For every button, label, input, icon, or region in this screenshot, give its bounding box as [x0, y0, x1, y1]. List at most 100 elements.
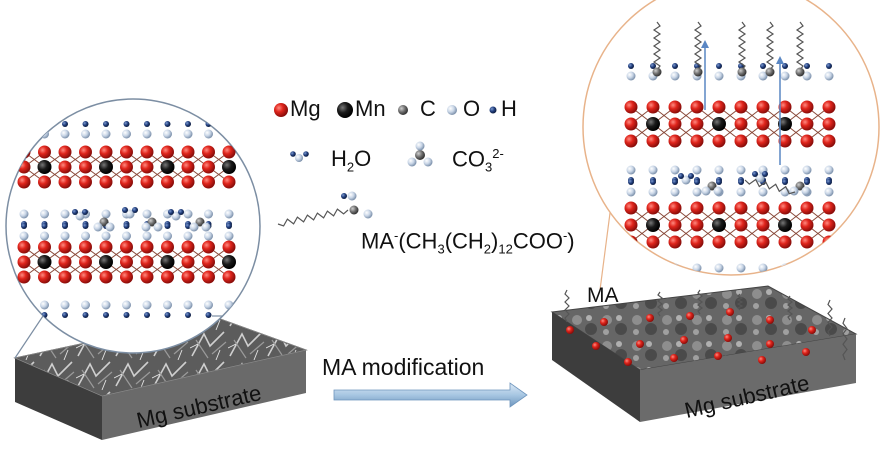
o-atom — [204, 209, 213, 219]
o-atom — [824, 263, 834, 273]
o-atom — [626, 71, 636, 81]
h-atom — [178, 209, 184, 215]
mg-atom — [756, 201, 770, 215]
mn-atom — [778, 117, 792, 131]
mg-atom — [778, 201, 792, 215]
o-atom — [142, 129, 152, 139]
mg-atom — [690, 117, 704, 131]
mn-atom — [99, 160, 113, 174]
h-atom — [628, 179, 634, 185]
o-atom — [141, 222, 151, 232]
o-atom — [780, 71, 790, 81]
mg-atom — [17, 145, 31, 159]
o-atom — [681, 175, 691, 185]
o-atom — [101, 231, 111, 241]
legend-atoms — [274, 102, 497, 167]
o-atom — [701, 186, 711, 196]
mg-atom — [778, 100, 792, 114]
h-atom — [123, 312, 130, 318]
free-ma-molecule — [277, 191, 373, 227]
o-atom — [204, 231, 213, 241]
mg-atom — [646, 134, 660, 148]
alkyl-chain — [277, 208, 349, 227]
o-atom — [122, 129, 131, 139]
o-atom — [19, 129, 29, 139]
left-ldh-layers — [17, 121, 236, 318]
o-atom — [224, 300, 234, 310]
h-atom — [82, 312, 89, 318]
mg-atom — [222, 145, 236, 159]
h-atom — [628, 275, 634, 281]
mg-atom — [800, 100, 814, 114]
mg-atom — [822, 134, 836, 148]
h-atom — [650, 63, 656, 69]
o-atom — [204, 129, 213, 139]
h-atom — [103, 121, 109, 127]
mg-atom — [17, 175, 31, 189]
mg-dot — [726, 308, 734, 316]
o-atom — [780, 165, 790, 175]
mg-atom — [140, 240, 154, 254]
h-atom — [650, 179, 656, 185]
o-atom — [755, 173, 765, 183]
c-atom — [707, 181, 717, 191]
alkyl-chain — [657, 291, 663, 317]
mg-atom — [181, 240, 195, 254]
mg-atom — [120, 255, 133, 269]
c-atom — [693, 67, 703, 77]
h-atom — [826, 63, 832, 69]
mg-atom — [17, 255, 31, 269]
c-atom — [195, 217, 205, 227]
mg-atom — [38, 145, 51, 159]
o-atom — [201, 222, 211, 232]
mg-atom — [99, 175, 113, 189]
legend-h-label: H — [501, 96, 517, 121]
o-atom — [648, 263, 658, 273]
o-atom — [692, 187, 702, 197]
o-atom — [40, 231, 49, 241]
mg-atom — [140, 175, 154, 189]
h-atom — [650, 275, 656, 281]
left-substrate-block — [13, 315, 308, 440]
h-atom — [760, 275, 766, 281]
mg-dot — [680, 336, 688, 344]
ma-tag-label: MA — [587, 284, 619, 307]
h-atom — [688, 173, 694, 179]
h-atom-icon — [489, 106, 497, 114]
mg-atom — [38, 240, 51, 254]
right-magnified-view — [582, 0, 880, 291]
mg-dot — [724, 334, 732, 342]
alkyl-chain — [737, 21, 747, 71]
mg-atom — [668, 134, 682, 148]
h-atom — [123, 223, 130, 229]
mg-atom — [140, 270, 154, 284]
h-atom — [168, 209, 174, 215]
mg-dot — [670, 354, 678, 362]
mg-atom — [161, 145, 174, 159]
mg-atom — [668, 100, 682, 114]
c-atom — [737, 67, 747, 77]
mg-atom — [624, 117, 638, 131]
c-atom — [795, 67, 805, 77]
mg-atom — [202, 160, 215, 174]
mg-atom — [712, 134, 726, 148]
alkyl-chain — [693, 21, 703, 71]
mg-atom — [646, 201, 660, 215]
h-atom — [41, 121, 48, 127]
mn-atom — [222, 160, 236, 174]
mg-atom — [734, 117, 748, 131]
o-atom — [670, 71, 680, 81]
o-atom — [60, 129, 70, 139]
mg-atom — [38, 175, 51, 189]
h-atom — [738, 179, 744, 185]
mg-atom — [668, 117, 682, 131]
arrow-label: MA modification — [322, 354, 485, 380]
o-atom — [713, 186, 723, 196]
mg-dot — [802, 348, 810, 356]
h-atom — [738, 275, 744, 281]
h-atom — [226, 312, 232, 318]
mn-atom — [99, 255, 113, 269]
o-atom — [189, 222, 199, 232]
surface-ma-chains — [564, 289, 848, 361]
o-atom — [824, 165, 834, 175]
